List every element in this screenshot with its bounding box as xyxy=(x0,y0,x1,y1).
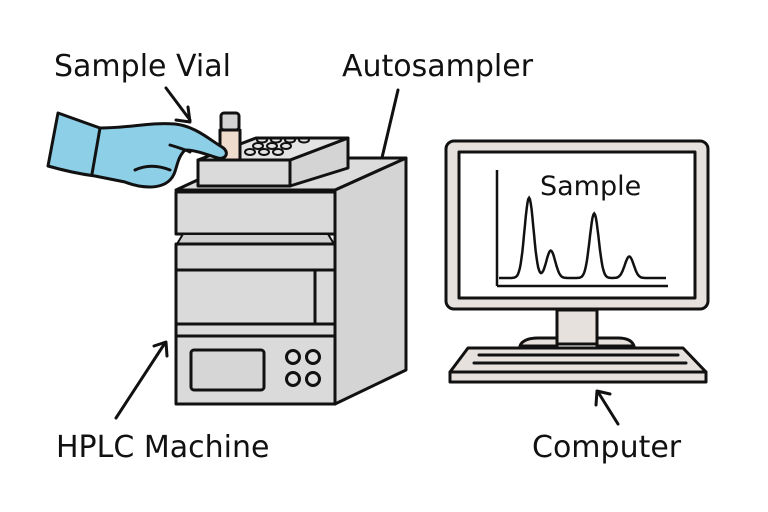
computer: Sample xyxy=(444,139,710,384)
label-computer: Computer xyxy=(532,430,682,465)
tray-front xyxy=(196,158,292,188)
chromatogram-line xyxy=(499,195,666,280)
monitor-screen xyxy=(457,150,697,300)
arrow-sample-vial xyxy=(164,86,192,124)
screen-title: Sample xyxy=(540,171,641,202)
machine-display xyxy=(189,348,266,392)
vial-cap xyxy=(219,111,241,132)
keyboard xyxy=(448,346,708,384)
machine-button xyxy=(305,349,321,365)
arrow-hplc-machine xyxy=(114,340,169,420)
top-module xyxy=(174,190,337,236)
machine-button xyxy=(305,371,321,387)
gloved-hand xyxy=(46,111,228,189)
monitor-stand xyxy=(555,308,599,346)
stand-base-left xyxy=(518,336,559,348)
machine-side xyxy=(333,156,408,406)
vial-holes xyxy=(244,136,310,156)
label-sample-vial: Sample Vial xyxy=(54,49,231,84)
label-hplc-machine: HPLC Machine xyxy=(56,430,269,465)
stand-base-right xyxy=(595,336,636,348)
cuff-line xyxy=(90,126,102,176)
label-autosampler: Autosampler xyxy=(342,49,534,84)
arrow-computer xyxy=(594,389,620,426)
hplc-machine xyxy=(174,156,408,406)
machine-button xyxy=(285,371,301,387)
machine-button xyxy=(285,349,301,365)
